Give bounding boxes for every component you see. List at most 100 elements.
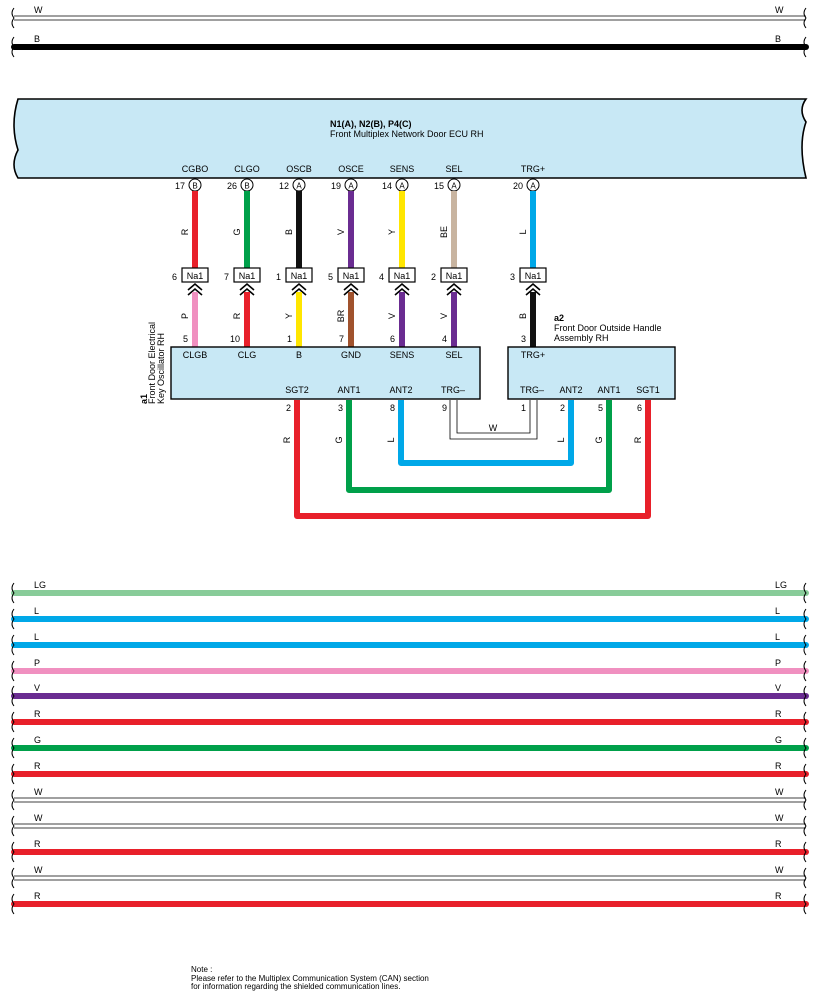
top-bus-1-label-left: B [34,34,40,44]
junction-name: Na1 [343,271,360,281]
bottom-bus-1-label-right: L [775,606,780,616]
a1-bottom-pin: 2 [286,403,291,413]
a2-bottom-terminal: SGT1 [636,385,660,395]
junction-chevron-icon [343,287,359,296]
bottom-bus-6-left-end [11,737,15,759]
ecu-connector-letter: B [244,182,249,191]
bottom-bus-0-label-right: LG [775,580,787,590]
note-line2: for information regarding the shielded c… [191,982,401,991]
junction-chevron-icon [291,282,307,291]
bottom-bus-0-label-left: LG [34,580,46,590]
a1-top-terminal: CLGB [183,350,208,360]
bottom-bus-12-label-left: R [34,891,41,901]
junction-chevron-icon [187,287,203,296]
bottom-bus-1-left-end [11,608,15,630]
lower-wire-color-label: B [518,313,528,319]
ecu-signal-label: OSCB [286,164,312,174]
bottom-bus-5-right-end [803,711,807,733]
bottom-bus-8-left-end [11,789,15,811]
bottom-bus-1-right-end [803,608,807,630]
ecu-connector-letter: A [296,182,302,191]
upper-wire-color-label: BE [439,226,449,238]
junction-pin-number: 6 [172,272,177,282]
a1-component: a1 Front Door Electrical Key Oscillator … [139,322,481,404]
lower-wire-pin-number: 3 [521,334,526,344]
junction-pin-number: 1 [276,272,281,282]
a1-top-terminal: B [296,350,302,360]
ecu-signal-label: SENS [390,164,415,174]
junction-pin-number: 7 [224,272,229,282]
junction-chevron-icon [343,282,359,291]
junction-name: Na1 [239,271,256,281]
top-bus-0-label-left: W [34,5,43,15]
lower-wire-color-label: V [439,313,449,319]
upper-wire-color-label: L [518,229,528,234]
a2-bottom-terminal: ANT1 [597,385,620,395]
a2-name-line1: Front Door Outside Handle [554,323,662,333]
lower-wire-pin-number: 1 [287,334,292,344]
bottom-bus-9-label-left: W [34,813,43,823]
ecu-signal-label: CGBO [182,164,209,174]
a2-top-terminal: TRG+ [521,350,545,360]
upper-wire-color-label: B [284,229,294,235]
a2-bottom-terminal: ANT2 [559,385,582,395]
bottom-bus-11-label-right: W [775,865,784,875]
ecu-connector-letter: A [399,182,405,191]
junction-chevron-icon [446,282,462,291]
junction-box [519,267,547,283]
bottom-bus-4-left-end [11,685,15,707]
bottom-bus-9-label-right: W [775,813,784,823]
ecu-signal-label: OSCE [338,164,364,174]
loop-wire-w-outer [449,400,538,440]
ecu-pin-number: 12 [279,181,289,191]
bottom-bus-12-right-end [803,893,807,915]
upper-wire-color-label: G [232,228,242,235]
ecu-connector-letter: A [348,182,354,191]
ecu-pin-number: 20 [513,181,523,191]
top-bus-1-label-right: B [775,34,781,44]
junction-chevron-icon [525,282,541,291]
top-bus-1-right-end [803,36,807,58]
lower-wire-color-label: BR [336,309,346,322]
junction-box [440,267,468,283]
loop-wire-l [398,400,574,466]
a1-bottom-terminal: ANT1 [337,385,360,395]
a1-name-line2: Key Oscillator RH [156,333,166,404]
junction-chevron-icon [394,282,410,291]
a1-id: a1 [139,394,149,404]
ecu-connector-letter: A [451,182,457,191]
lower-wire-color-label: V [387,313,397,319]
junction-box [285,267,313,283]
loop-wire-g-label-left: G [334,436,344,443]
ecu-pin-number: 17 [175,181,185,191]
bottom-bus-5-label-left: R [34,709,41,719]
junction-name: Na1 [187,271,204,281]
bottom-bus-1-label-left: L [34,606,39,616]
top-bus-0-label-right: W [775,5,784,15]
bottom-bus-10-label-left: R [34,839,41,849]
ecu-signal-label: TRG+ [521,164,545,174]
bottom-bus-6-right-end [803,737,807,759]
bottom-bus-8-right-end [803,789,807,811]
bottom-bus-7-left-end [11,763,15,785]
bottom-bus-8-label-right: W [775,787,784,797]
upper-wire-color-label: R [180,228,190,235]
junction-chevron-icon [525,287,541,296]
a1-bottom-pin: 8 [390,403,395,413]
bottom-bus-3-left-end [11,660,15,682]
junction-chevron-icon [446,287,462,296]
junction-box [181,267,209,283]
lower-wire-pin-number: 5 [183,334,188,344]
bottom-bus-11-left-end [11,867,15,889]
top-bus-group: W W B B [11,5,809,58]
junction-name: Na1 [446,271,463,281]
note-line1: Please refer to the Multiplex Communicat… [191,973,429,983]
junction-name: Na1 [525,271,542,281]
bottom-bus-2-left-end [11,634,15,656]
bottom-bus-12-left-end [11,893,15,915]
bottom-bus-3-right-end [803,660,807,682]
junction-pin-number: 3 [510,272,515,282]
